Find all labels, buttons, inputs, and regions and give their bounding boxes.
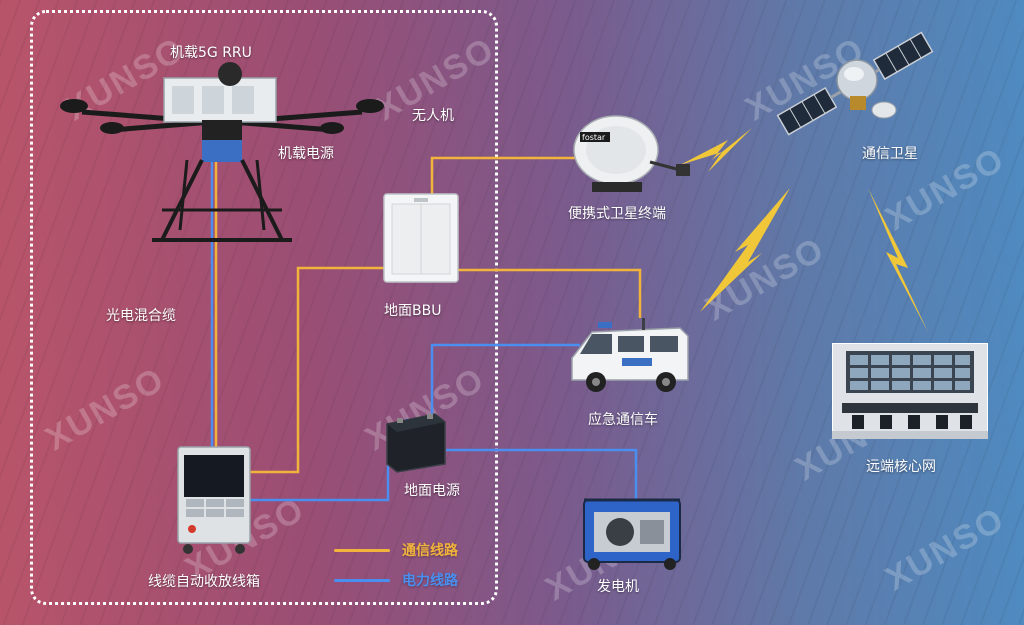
dish-brand-label: fostar — [582, 133, 606, 142]
generator-icon — [583, 498, 681, 570]
comm-line-reel-to-bbu — [250, 266, 390, 474]
bbu-label: 地面BBU — [384, 303, 442, 319]
satellite-label: 通信卫星 — [862, 146, 918, 162]
drone-rru-icon — [60, 62, 384, 242]
power-line-battery-to-reel — [248, 462, 390, 502]
bbu-cabinet-icon — [383, 193, 459, 283]
legend-power-label: 电力线路 — [402, 573, 458, 589]
airborne-power-label: 机载电源 — [278, 146, 334, 162]
cable-reel-box-label: 线缆自动收放线箱 — [148, 574, 260, 590]
lightning-bolt-terminal-satellite — [680, 128, 752, 172]
rru-label: 机载5G RRU — [170, 45, 252, 61]
portable-satellite-terminal-label: 便携式卫星终端 — [568, 206, 666, 222]
generator-label: 发电机 — [597, 579, 639, 595]
ground-power-label: 地面电源 — [404, 483, 460, 499]
uav-label: 无人机 — [412, 108, 454, 124]
satellite-icon — [776, 31, 934, 136]
legend-comm-line-swatch — [334, 549, 390, 552]
lightning-bolt-satellite-core — [868, 188, 928, 332]
remote-core-network-label: 远端核心网 — [866, 459, 936, 475]
power-line-battery-to-vehicle — [405, 343, 580, 422]
comm-line-bbu-to-satellite-terminal — [430, 156, 600, 195]
portable-satellite-dish-icon: fostar — [573, 115, 690, 192]
battery-icon — [386, 413, 446, 473]
legend-power-line-swatch — [334, 579, 390, 582]
airborne-system-boundary — [30, 10, 498, 605]
power-line-battery-to-generator — [446, 448, 638, 500]
emergency-vehicle-icon — [571, 318, 689, 392]
legend-comm-label: 通信线路 — [402, 543, 458, 559]
remote-core-network-icon — [832, 343, 988, 439]
fiber-cable-label: 光电混合缆 — [106, 308, 176, 324]
lightning-bolt-vehicle-satellite — [700, 188, 790, 312]
cable-reel-box-icon — [177, 446, 251, 554]
emergency-vehicle-label: 应急通信车 — [588, 412, 658, 428]
comm-line-bbu-to-vehicle — [455, 268, 642, 318]
